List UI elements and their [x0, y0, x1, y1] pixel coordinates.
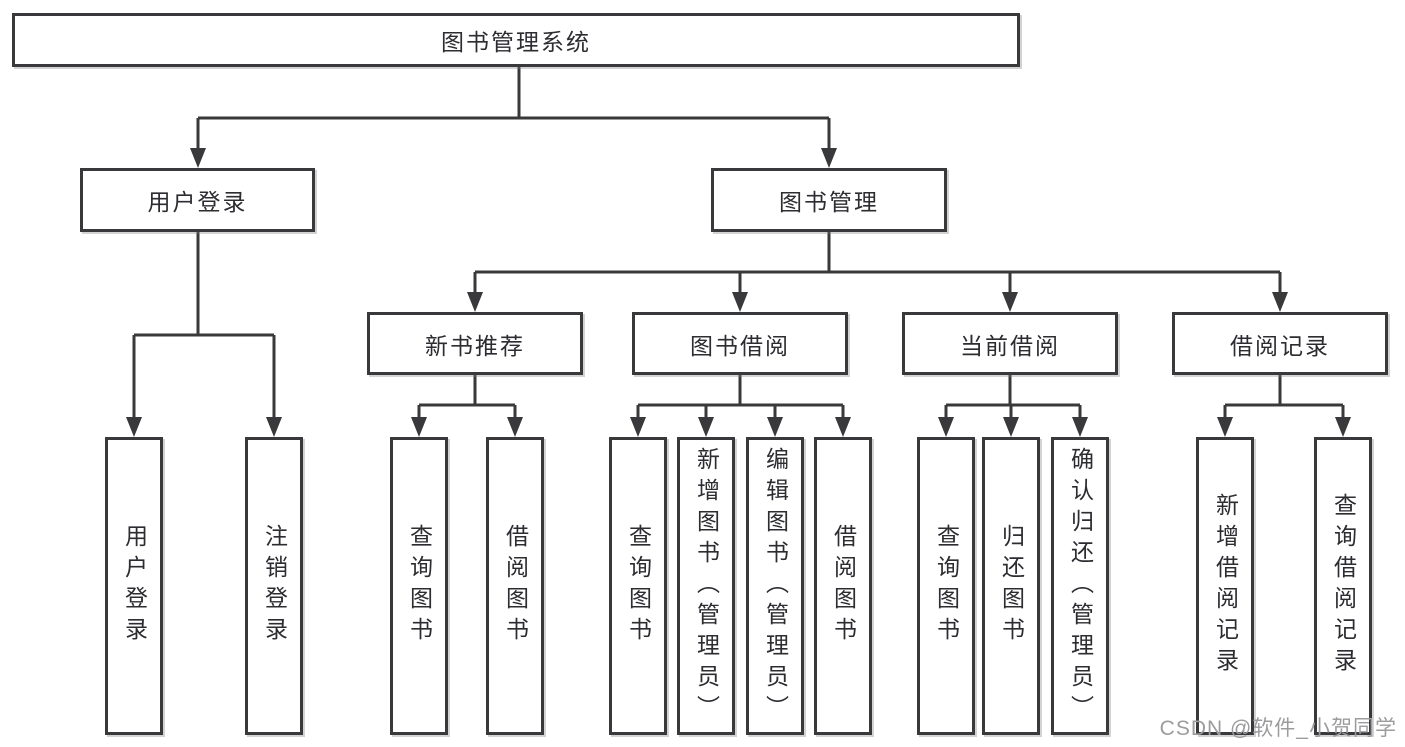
node-leaf-query-books-borrow: 查询图书 [609, 437, 667, 735]
node-label: 图书借阅 [690, 332, 790, 359]
node-book-borrow: 图书借阅 [632, 312, 848, 375]
node-new-book-recommend: 新书推荐 [367, 312, 583, 375]
node-label: 用户登录 [147, 189, 248, 215]
node-leaf-confirm-return-admin: 确认归还（管理员） [1051, 437, 1109, 735]
node-leaf-query-borrow-record: 查询借阅记录 [1314, 437, 1372, 735]
node-book-management: 图书管理 [711, 168, 947, 232]
node-label: 借阅图书 [830, 524, 857, 648]
node-label: 查询图书 [933, 524, 960, 648]
node-label: 查询图书 [406, 524, 433, 648]
node-label: 新增借阅记录 [1212, 493, 1239, 679]
node-label: 图书管理 [779, 189, 879, 215]
node-current-borrow: 当前借阅 [902, 312, 1118, 375]
node-label: 确认归还（管理员） [1067, 446, 1094, 726]
node-leaf-edit-book-admin: 编辑图书（管理员） [746, 437, 804, 735]
node-label: 归还图书 [998, 524, 1025, 648]
node-root-system: 图书管理系统 [12, 13, 1020, 67]
node-label: 用户登录 [121, 524, 148, 648]
node-label: 新书推荐 [425, 332, 525, 359]
node-label: 图书管理系统 [441, 29, 591, 55]
node-label: 借阅记录 [1230, 332, 1330, 359]
node-label: 查询图书 [625, 524, 652, 648]
csdn-watermark: CSDN @软件_小贺同学 [1159, 717, 1397, 740]
node-leaf-logout: 注销登录 [245, 437, 303, 735]
node-leaf-borrow-books: 借阅图书 [814, 437, 872, 735]
node-label: 当前借阅 [960, 332, 1060, 359]
node-user-login: 用户登录 [80, 168, 315, 232]
node-leaf-add-borrow-record: 新增借阅记录 [1196, 437, 1254, 735]
node-leaf-user-login: 用户登录 [105, 437, 163, 735]
node-label: 借阅图书 [502, 524, 529, 648]
node-leaf-borrow-books-recommend: 借阅图书 [486, 437, 544, 735]
node-borrow-records: 借阅记录 [1172, 312, 1388, 375]
node-leaf-query-books-recommend: 查询图书 [390, 437, 448, 735]
node-label: 编辑图书（管理员） [762, 446, 789, 726]
node-leaf-query-books-current: 查询图书 [917, 437, 975, 735]
node-label: 注销登录 [261, 524, 288, 648]
node-label: 查询借阅记录 [1330, 493, 1357, 679]
node-label: 新增图书（管理员） [693, 446, 720, 726]
node-leaf-add-book-admin: 新增图书（管理员） [677, 437, 735, 735]
node-leaf-return-book: 归还图书 [982, 437, 1040, 735]
